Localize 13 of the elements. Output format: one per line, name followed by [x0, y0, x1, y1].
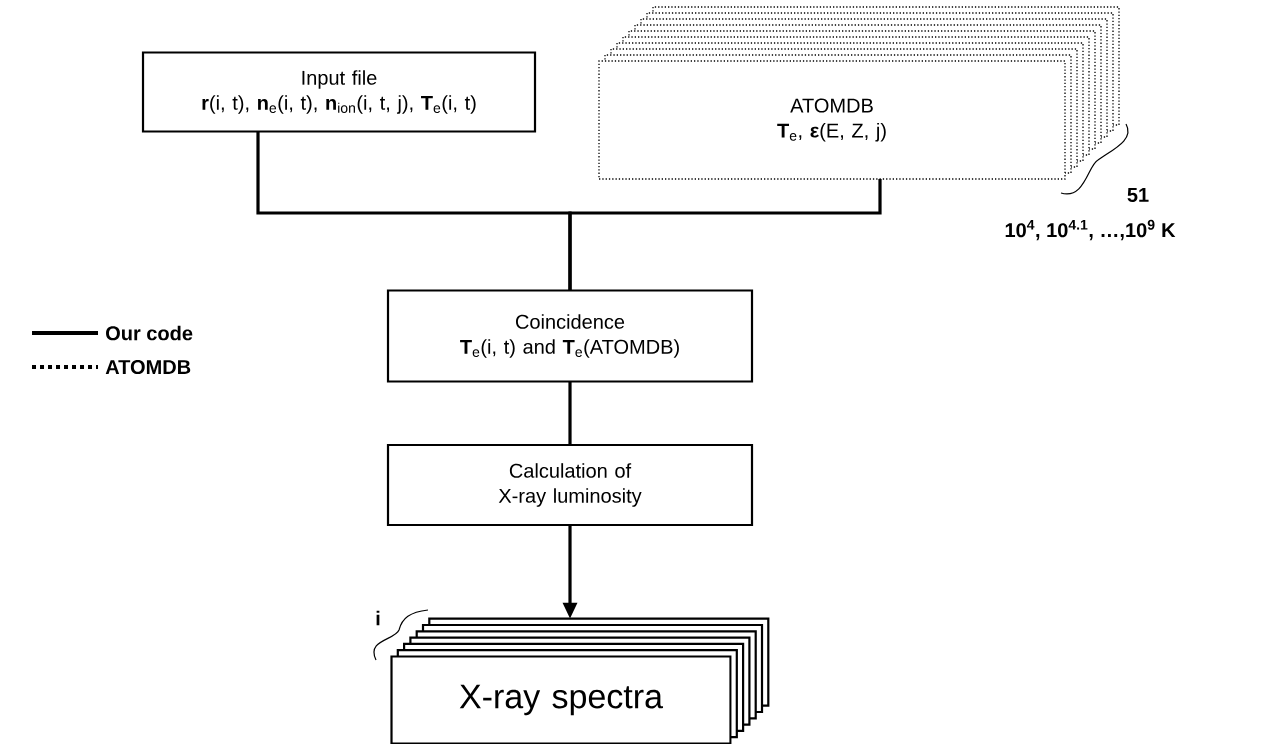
connector-line: [568, 381, 572, 445]
node-label: $_{e}$,: [789, 132, 802, 141]
process-box: Coincidence T$_{e}$(i, t) and T$_{e}$(ATOMDB): [386, 289, 754, 383]
process-box: Calculation of X-ray luminosity: [386, 443, 754, 527]
count-label: 51: [1127, 188, 1149, 202]
legend-label: ATOMDB: [105, 359, 191, 375]
process-box: Input file r(i, t), n$_{e}$(i, t), n$_{ion}$(i, t, j), T$_{e}$(i, t): [141, 51, 537, 133]
process-box: X-ray spectra: [390, 617, 770, 744]
legend-label: Our code: [106, 325, 193, 341]
connector-line: [568, 179, 882, 291]
count-label: i: [376, 610, 380, 626]
process-box: ATOMDB T$_{e}$, ε(E, Z, j): [598, 6, 1120, 180]
count-label: 10$^{4}$, 10$^{4.1}$, …,10$^{9}$ K: [1005, 219, 1176, 241]
